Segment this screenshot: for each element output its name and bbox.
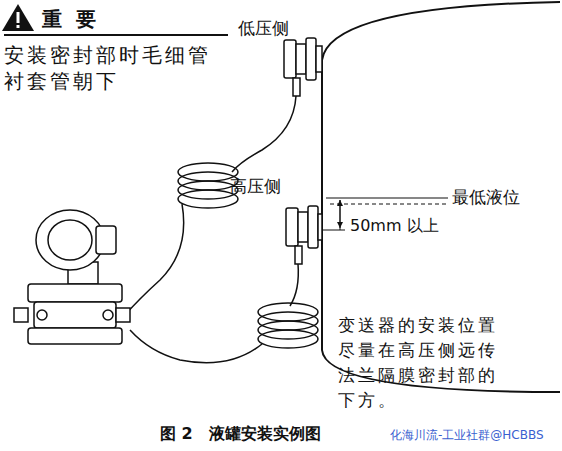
capillary bbox=[232, 96, 296, 172]
capillary bbox=[290, 264, 298, 306]
capillary bbox=[124, 204, 184, 316]
capillary bbox=[130, 330, 262, 363]
figure-caption: 图 2 液罐安装实例图 bbox=[160, 424, 321, 444]
capillary-coil bbox=[178, 163, 238, 208]
liquid-surface bbox=[330, 204, 448, 205]
note-text: 变送器的安装位置尽量在高压侧远传法兰隔膜密封部的下方。 bbox=[338, 313, 510, 413]
watermark: 化海川流-工业社群@HCBBS bbox=[390, 428, 544, 443]
warning-icon bbox=[2, 4, 34, 31]
dimension-arrow bbox=[340, 200, 341, 228]
capillary-coil bbox=[258, 303, 318, 348]
note-heading: 重 要 bbox=[4, 4, 228, 36]
high-pressure-seal bbox=[286, 206, 322, 264]
side-label: 高压侧 bbox=[230, 176, 281, 197]
side-label: 低压侧 bbox=[238, 18, 289, 39]
dimension-label: 50mm 以上 bbox=[348, 216, 441, 236]
note-box: 重 要安装密封部时毛细管衬套管朝下 bbox=[4, 4, 228, 94]
level-label: 最低液位 bbox=[452, 187, 520, 208]
level-line bbox=[326, 197, 448, 198]
note-text: 安装密封部时毛细管衬套管朝下 bbox=[4, 42, 228, 94]
dimension-arrow bbox=[340, 200, 341, 230]
low-pressure-seal bbox=[284, 38, 322, 96]
dimension-line bbox=[322, 230, 345, 231]
transmitter bbox=[14, 210, 130, 344]
